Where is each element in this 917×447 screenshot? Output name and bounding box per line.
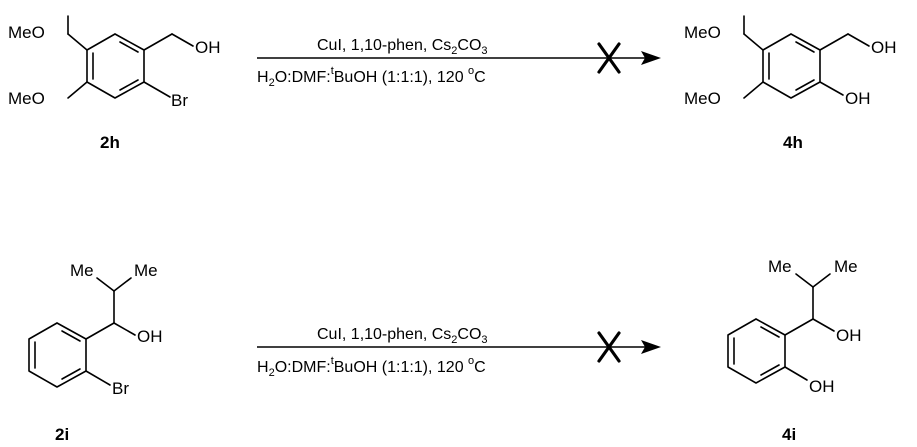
- ch2-bond: [143, 33, 173, 51]
- benzene-ring: [762, 33, 821, 99]
- methyl-left-label: Me: [768, 257, 792, 276]
- ch2-bond: [819, 33, 849, 51]
- c-oh-ring-bond: [784, 366, 808, 381]
- bromo-label: Br: [112, 379, 129, 398]
- ring-double-bond: [119, 41, 139, 53]
- ring-double-bond: [795, 79, 815, 91]
- compound-id-2h: 2h: [100, 133, 120, 152]
- product-4h: MeO MeO OH OH 4h: [684, 15, 897, 152]
- solvent-text-1: H2O:DMF:tBuOH (1:1:1), 120 oC: [257, 65, 486, 89]
- c-oh-bond: [812, 318, 835, 332]
- c-oh-bond: [113, 322, 136, 336]
- ring-double-bond: [795, 41, 815, 53]
- ring-double-bond: [61, 368, 81, 380]
- c-o-bond: [847, 33, 870, 47]
- hydroxyl-ring-label: OH: [845, 89, 871, 108]
- hydroxyl-chain-label: OH: [836, 326, 862, 345]
- benzene-ring: [727, 318, 786, 384]
- reaction-arrow-1: [257, 42, 661, 74]
- methoxy-bottom-label: MeO: [684, 89, 721, 108]
- reactant-2h: MeO MeO OH Br 2h: [8, 15, 221, 152]
- methyl-right-label: Me: [834, 257, 858, 276]
- c-br-bond: [143, 81, 171, 98]
- ring-c-bond: [784, 318, 814, 336]
- arrow-head: [641, 51, 661, 65]
- methoxy-top-label: MeO: [8, 23, 45, 42]
- methoxy-top-label: MeO: [684, 23, 721, 42]
- isopropyl-bond: [113, 277, 132, 292]
- methyl-left-label: Me: [70, 261, 94, 280]
- isopropyl-bond: [795, 273, 814, 288]
- compound-id-4h: 4h: [783, 133, 803, 152]
- reactant-2i: Me Me OH Br 2i: [28, 261, 163, 444]
- c-ome-bond: [67, 81, 88, 99]
- c-o-bond: [171, 33, 194, 47]
- c-br-bond: [85, 370, 111, 386]
- solvent-text-2: H2O:DMF:tBuOH (1:1:1), 120 oC: [257, 355, 486, 379]
- hydroxyl-label: OH: [137, 327, 163, 346]
- reaction-arrow-2: [257, 331, 661, 363]
- blocked-x-mark: [597, 42, 621, 74]
- ring-double-bond: [760, 364, 780, 376]
- c-ome-bond: [743, 81, 764, 99]
- blocked-x-mark: [597, 331, 621, 363]
- hydroxyl-label: OH: [195, 38, 221, 57]
- isopropyl-bond: [96, 277, 115, 292]
- compound-id-4i: 4i: [782, 425, 796, 444]
- arrow-head: [641, 340, 661, 354]
- c-ome-bond: [67, 33, 88, 51]
- methyl-right-label: Me: [134, 261, 158, 280]
- product-4i: Me Me OH OH 4i: [727, 257, 862, 444]
- ring-double-bond: [760, 326, 780, 338]
- ring-double-bond: [61, 330, 81, 342]
- compound-id-2i: 2i: [55, 425, 69, 444]
- reagents-text-1: CuI, 1,10-phen, Cs2CO3: [317, 37, 488, 57]
- bromo-label: Br: [171, 91, 188, 110]
- ring-c-bond: [85, 322, 115, 340]
- benzene-ring: [86, 33, 145, 99]
- reagents-text-2: CuI, 1,10-phen, Cs2CO3: [317, 326, 488, 346]
- c-oh-bond: [819, 81, 844, 96]
- hydroxyl-ring-label: OH: [809, 377, 835, 396]
- isopropyl-bond: [812, 273, 831, 288]
- hydroxyl-chain-label: OH: [871, 38, 897, 57]
- c-ome-bond: [743, 33, 764, 51]
- ring-double-bond: [119, 79, 139, 91]
- methoxy-bottom-label: MeO: [8, 89, 45, 108]
- benzene-ring: [28, 322, 87, 388]
